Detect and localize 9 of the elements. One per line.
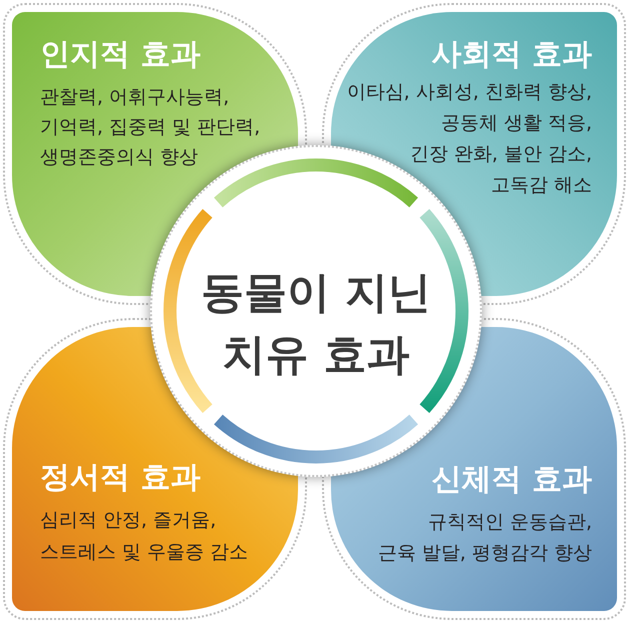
panel-text: 이타심, 사회성, 친화력 향상, 공동체 생활 적응, 긴장 완화, 불안 감소, 고독감 해소 [346,80,592,198]
panel-text: 관찰력, 어휘구사능력, 기억력, 집중력 및 판단력, 생명존중의식 향상 [40,85,260,170]
circle-title: 동물이 지닌 치유 효과 [200,267,432,382]
panel-text: 심리적 안정, 즐거움, 스트레스 및 우울증 감소 [40,508,248,565]
panel-heading: 사회적 효과 [432,38,592,72]
panel-heading: 인지적 효과 [40,38,200,72]
panel-text: 규칙적인 운동습관, 근육 발달, 평형감각 향상 [378,510,592,566]
panel-heading: 신체적 효과 [432,463,592,497]
panel-heading: 정서적 효과 [40,461,200,495]
